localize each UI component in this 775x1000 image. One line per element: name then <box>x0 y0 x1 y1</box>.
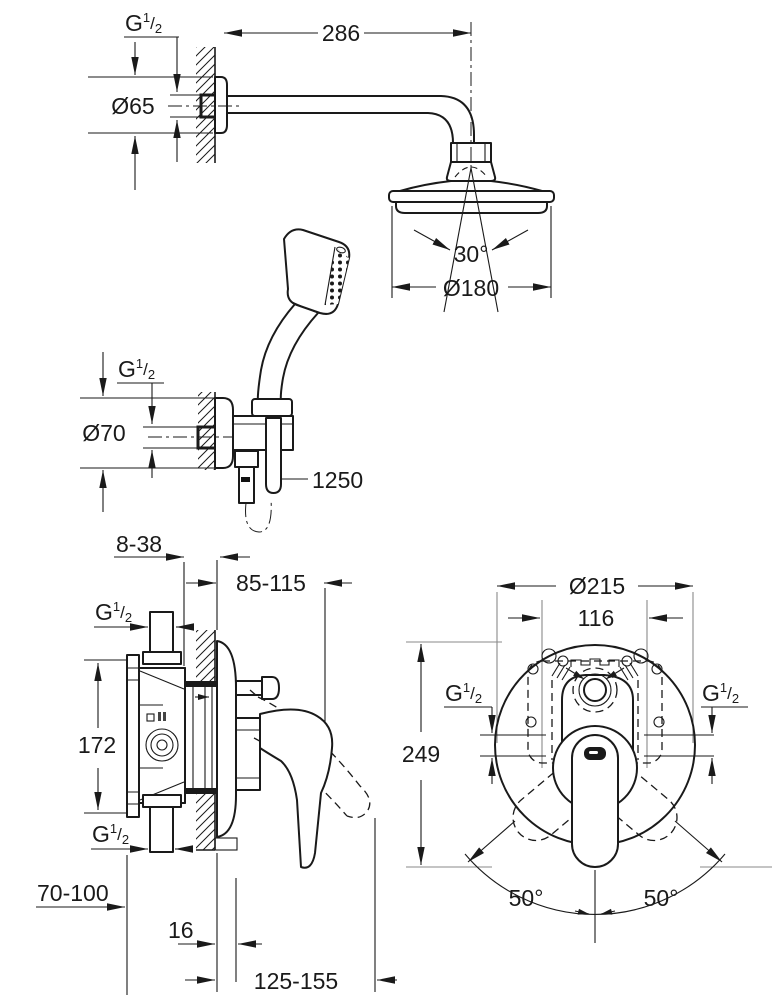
head-shower-view: 286 G1/2 Ø65 30° Ø180 <box>88 10 555 313</box>
hose-nut-knurled <box>234 450 259 468</box>
dim-body-height: 172 <box>78 732 116 758</box>
cartridge-retainer <box>561 674 634 767</box>
dim-supply-offset: 70-100 <box>37 880 109 906</box>
thread-label-front-right: G1/2 <box>702 680 739 706</box>
dim-head-diameter: Ø180 <box>443 275 499 301</box>
diverter-stem <box>235 680 263 696</box>
dim-mounting-width: 116 <box>578 605 615 631</box>
shower-arm-inner <box>226 112 454 144</box>
dim-arm-length: 286 <box>322 20 360 46</box>
rough-in-body <box>138 667 186 804</box>
hose-loop-centerline <box>245 498 272 533</box>
dim-swing-right: 50° <box>644 885 679 911</box>
holder-flange <box>214 397 234 469</box>
arm-flange <box>214 76 228 134</box>
holder-body <box>232 415 294 451</box>
wall-hatch <box>198 392 215 470</box>
mixer-side-view: 8-38 85-115 G1/2 <box>36 531 397 995</box>
shower-arm <box>226 95 475 144</box>
thread-label-holder: G1/2 <box>118 356 155 382</box>
dim-handle-projection: 125-155 <box>254 968 338 994</box>
dim-hose-length: 1250 <box>312 467 363 493</box>
head-shoulder <box>399 180 543 192</box>
wall-hatch-upper <box>196 630 215 683</box>
thread-label-head: G1/2 <box>125 10 162 36</box>
bottom-supply-pipe <box>149 806 174 853</box>
dim-arm-flange-diameter: Ø65 <box>111 93 154 119</box>
thread-label-front-left: G1/2 <box>445 680 482 706</box>
dim-swing-left: 50° <box>509 885 544 911</box>
lever-handle-side <box>259 708 334 869</box>
spray-face <box>395 201 548 214</box>
hose-coupling <box>238 466 255 504</box>
dim-holder-flange-diameter: Ø70 <box>82 420 125 446</box>
dim-plate-thickness: 16 <box>168 917 194 943</box>
coupling-slot <box>241 477 250 482</box>
wall-hatch-lower <box>196 793 215 850</box>
thread-label-mixer-top: G1/2 <box>95 599 132 625</box>
mounting-bracket <box>570 658 620 667</box>
hand-shower-nozzles <box>325 247 349 305</box>
dim-overall-height: 249 <box>402 741 440 767</box>
dim-spray-angle: 30° <box>454 241 489 267</box>
holder-cup <box>251 398 293 417</box>
cartridge-stem <box>583 678 607 702</box>
top-supply-pipe <box>149 611 174 655</box>
shower-hose <box>265 417 282 494</box>
wall-hatch <box>196 47 215 163</box>
dim-wall-thickness: 8-38 <box>116 531 162 557</box>
dim-install-depth: 85-115 <box>236 570 306 596</box>
dim-plate-diameter: Ø215 <box>569 573 625 599</box>
thread-label-mixer-bottom: G1/2 <box>92 821 129 847</box>
ball-joint-housing <box>445 161 497 182</box>
lever-handle-front <box>571 734 619 868</box>
diverter-knob <box>261 676 280 700</box>
spray-cone-lines <box>443 167 499 313</box>
hand-shower-handle <box>256 303 296 405</box>
head-rim <box>388 190 555 203</box>
bottom-collar <box>142 794 182 808</box>
hand-shower-view: 1250 G1/2 Ø70 <box>80 228 363 533</box>
mixer-front-view: Ø215 116 249 G1/2 <box>402 573 772 943</box>
mounting-plate <box>126 654 140 818</box>
top-collar <box>142 651 182 665</box>
cartridge-housing <box>235 717 261 791</box>
trim-plate-profile <box>216 640 237 838</box>
